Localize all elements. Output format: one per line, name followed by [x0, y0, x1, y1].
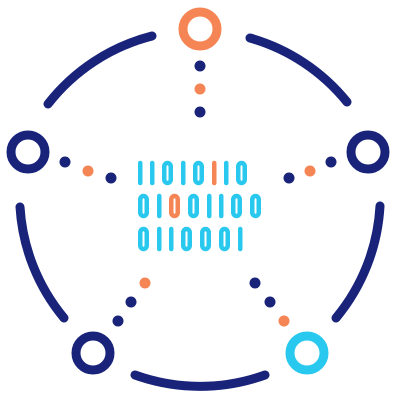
- binary-digit-zero: [169, 193, 180, 219]
- node-bottom-right: [285, 331, 329, 375]
- connector-bottom-left: [112, 277, 151, 327]
- ring-arc-right: [331, 201, 385, 323]
- ring-arc-bottom: [130, 370, 270, 391]
- binary-digit-zero: [162, 160, 173, 186]
- binary-digit-zero: [188, 193, 199, 219]
- connector-top: [194, 60, 206, 118]
- connector-right: [283, 156, 337, 184]
- binary-digit-zero: [193, 160, 204, 186]
- binary-digit-zero: [181, 226, 192, 252]
- binary-digit-zero: [200, 226, 211, 252]
- outer-ring: [15, 31, 385, 391]
- ring-arc-top-right: [245, 33, 352, 107]
- ring-arc-left: [15, 202, 69, 323]
- binary-digit-zero: [250, 193, 261, 219]
- nodes: [6, 7, 390, 375]
- binary-digit-zero: [138, 193, 149, 219]
- node-top: [178, 7, 222, 51]
- node-right: [346, 130, 390, 174]
- binary-digit-zero: [231, 193, 242, 219]
- binary-digit-zero: [138, 226, 149, 252]
- connectors: [59, 60, 337, 327]
- node-bottom-left: [71, 331, 115, 375]
- connector-bottom-right: [249, 277, 290, 327]
- binary-data-block: [138, 160, 261, 252]
- binary-digit-zero: [236, 160, 247, 186]
- ring-arc-top-left: [43, 31, 157, 109]
- binary-digit-zero: [219, 226, 230, 252]
- node-left: [6, 130, 50, 174]
- connector-left: [59, 156, 117, 184]
